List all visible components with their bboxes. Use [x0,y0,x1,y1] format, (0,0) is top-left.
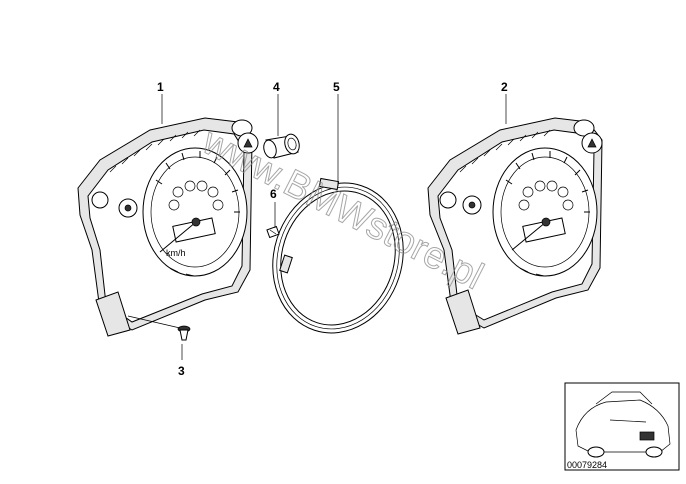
bushing-part [263,133,300,159]
instrument-cluster-left: km/h [77,117,259,337]
trim-ring-part [272,177,404,334]
callout-3: 3 [178,364,185,378]
callout-2: 2 [501,80,508,94]
callout-4: 4 [273,80,280,94]
callout-6: 6 [270,187,277,201]
svg-text:km/h: km/h [166,248,186,258]
callout-5: 5 [333,80,340,94]
reference-number: 00079284 [567,460,607,470]
vehicle-thumbnail [564,382,680,471]
callout-1: 1 [157,80,164,94]
pin-part [266,225,280,239]
screw-part [127,315,191,341]
instrument-cluster-right [427,117,603,335]
